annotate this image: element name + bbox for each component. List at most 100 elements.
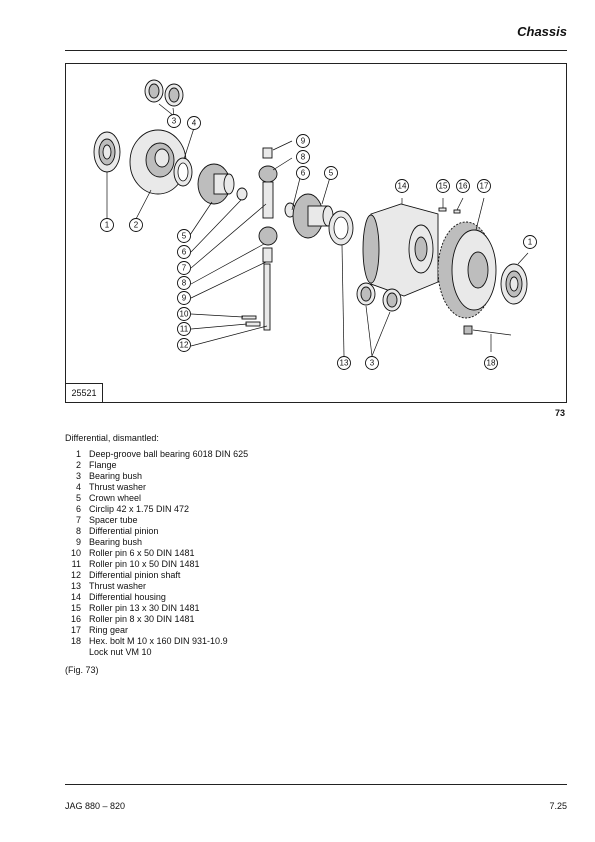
leader-lines: [106, 103, 529, 357]
item-description: Roller pin 10 x 50 DIN 1481: [89, 559, 200, 569]
callout-3-top: 3: [167, 114, 181, 128]
item-number: 15: [70, 603, 81, 613]
item-number: 17: [70, 625, 81, 635]
exploded-differential-drawing: 3 4 1 2 5 6 7 8 9 10 11 12 9 8 6 5 14 15…: [93, 79, 537, 370]
callout-8-left: 8: [177, 276, 191, 290]
list-item: 14 Differential housing: [65, 592, 248, 603]
callout-1-right: 1: [523, 235, 537, 249]
callout-5-right: 5: [324, 166, 338, 180]
svg-text:4: 4: [192, 119, 197, 128]
item-number: 4: [75, 482, 81, 492]
callout-1-left: 1: [100, 218, 114, 232]
item-number: 2: [75, 460, 81, 470]
callout-13: 13: [337, 356, 351, 370]
item-number: 10: [70, 548, 81, 558]
svg-text:13: 13: [340, 359, 349, 368]
item-description: Hex. bolt M 10 x 160 DIN 931-10.9: [89, 636, 228, 646]
callout-5-left: 5: [177, 229, 191, 243]
svg-text:8: 8: [182, 279, 187, 288]
callout-6-left: 6: [177, 245, 191, 259]
crown-wheel: [197, 163, 235, 205]
item-number: 13: [70, 581, 81, 591]
hex-bolt: [463, 325, 512, 336]
callout-15: 15: [436, 179, 450, 193]
callout-9-left: 9: [177, 291, 191, 305]
differential-gear: [292, 193, 334, 239]
item-description: Deep-groove ball bearing 6018 DIN 625: [89, 449, 249, 459]
svg-text:10: 10: [180, 310, 189, 319]
callout-14: 14: [395, 179, 409, 193]
list-item: 15 Roller pin 13 x 30 DIN 1481: [65, 603, 248, 614]
svg-text:9: 9: [182, 294, 187, 303]
item-description: Lock nut VM 10: [89, 647, 152, 657]
item-description: Roller pin 13 x 30 DIN 1481: [89, 603, 200, 613]
svg-text:16: 16: [459, 182, 468, 191]
svg-text:18: 18: [487, 359, 496, 368]
item-number: 3: [75, 471, 81, 481]
list-item: 10 Roller pin 6 x 50 DIN 1481: [65, 548, 248, 559]
item-description: Spacer tube: [89, 515, 138, 525]
callout-18: 18: [484, 356, 498, 370]
item-number: 18: [70, 636, 81, 646]
svg-text:1: 1: [528, 238, 533, 247]
svg-text:17: 17: [480, 182, 489, 191]
svg-text:6: 6: [301, 169, 306, 178]
svg-text:8: 8: [301, 153, 306, 162]
roller-pin-16: [453, 209, 461, 214]
item-number: 14: [70, 592, 81, 602]
callout-3-bottom: 3: [365, 356, 379, 370]
item-description: Thrust washer: [89, 482, 147, 492]
list-item: 7 Spacer tube: [65, 515, 248, 526]
thrust-washer-bottom: [328, 210, 354, 246]
item-number: 7: [75, 515, 81, 525]
svg-text:9: 9: [301, 137, 306, 146]
caption: Differential, dismantled:: [65, 433, 159, 443]
callout-4: 4: [187, 116, 201, 130]
svg-text:1: 1: [105, 221, 110, 230]
callout-7: 7: [177, 261, 191, 275]
footer-rule: [65, 784, 567, 785]
item-description: Bearing bush: [89, 537, 143, 547]
item-number: 11: [71, 559, 81, 569]
callout-10: 10: [177, 307, 191, 321]
item-description: Circlip 42 x 1.75 DIN 472: [89, 504, 190, 514]
item-description: Crown wheel: [89, 493, 142, 503]
item-number: [65, 647, 81, 658]
footer-page-number: 7.25: [549, 801, 567, 811]
item-number: 16: [70, 614, 81, 624]
roller-pin-10: [241, 315, 257, 320]
ring-gear: [437, 221, 497, 319]
callout-8-right: 8: [296, 150, 310, 164]
callout-9-right: 9: [296, 134, 310, 148]
figure-id-label: 25521: [66, 383, 103, 402]
svg-text:5: 5: [329, 169, 334, 178]
item-description: Thrust washer: [89, 581, 147, 591]
item-number: 8: [75, 526, 81, 536]
svg-text:7: 7: [182, 264, 187, 273]
item-description: Roller pin 6 x 50 DIN 1481: [89, 548, 195, 558]
circlip: [236, 187, 248, 201]
item-description: Differential pinion: [89, 526, 159, 536]
list-item: Lock nut VM 10: [65, 647, 248, 658]
header-rule: [65, 50, 567, 51]
callout-16: 16: [456, 179, 470, 193]
differential-housing: [362, 203, 439, 297]
svg-text:5: 5: [182, 232, 187, 241]
footer-model: JAG 880 – 820: [65, 801, 126, 811]
roller-pin-15: [438, 207, 447, 212]
callout-6-right: 6: [296, 166, 310, 180]
item-description: Differential pinion shaft: [89, 570, 181, 580]
svg-text:14: 14: [398, 182, 407, 191]
item-description: Differential housing: [89, 592, 166, 602]
svg-text:11: 11: [180, 325, 189, 334]
svg-text:3: 3: [172, 117, 177, 126]
svg-text:15: 15: [439, 182, 448, 191]
list-item: 11 Roller pin 10 x 50 DIN 1481: [65, 559, 248, 570]
svg-text:6: 6: [182, 248, 187, 257]
